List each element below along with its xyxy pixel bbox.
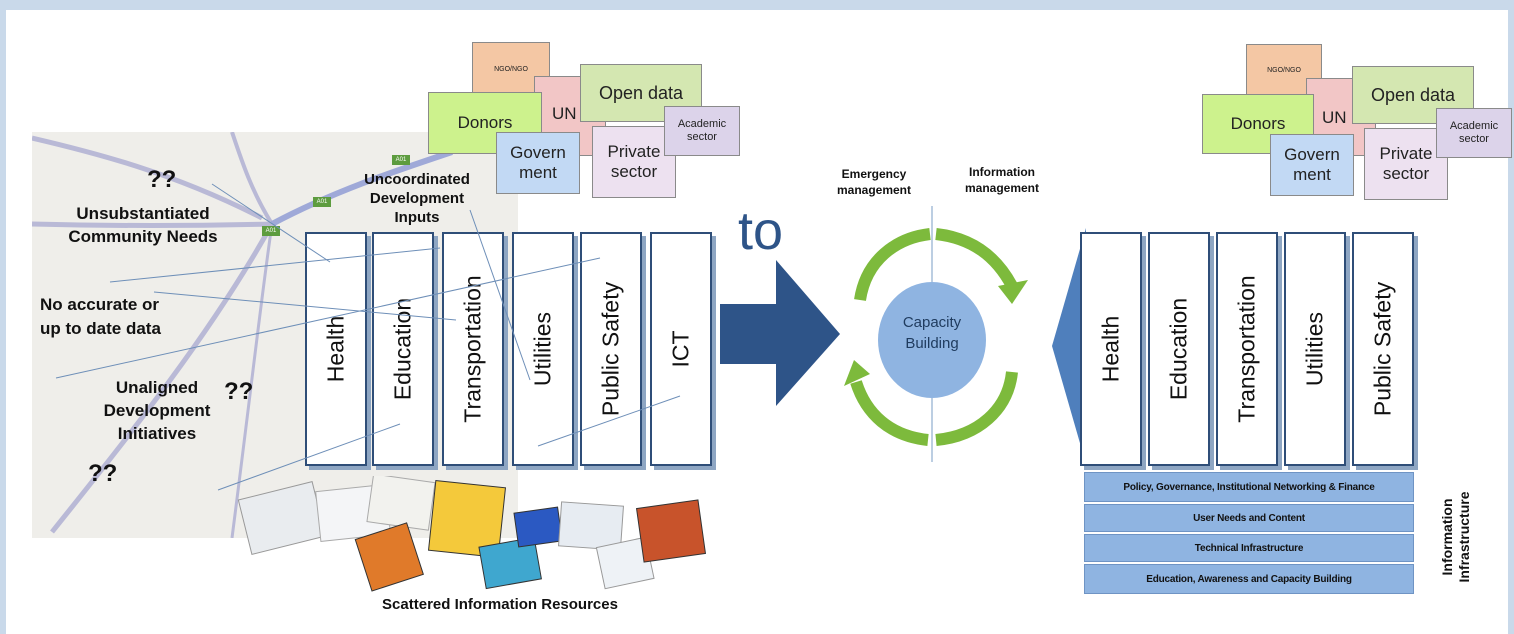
- pillar-transportation: Transportation: [442, 232, 504, 466]
- un-label: UN: [1322, 108, 1347, 127]
- map-panel: [32, 132, 518, 538]
- pointer-lines: [55, 183, 681, 491]
- transition-arrow: [720, 260, 840, 406]
- pillar-education: Education: [1148, 232, 1210, 466]
- government-card: Govern ment: [1270, 134, 1354, 196]
- question-mark: ??: [147, 166, 177, 193]
- government-card: Govern ment: [496, 132, 580, 194]
- pillar-label: Health: [1097, 315, 1124, 383]
- band-education-awareness: Education, Awareness and Capacity Buildi…: [1084, 564, 1414, 594]
- unsubstantiated-needs-label: Unsubstantiated Community Needs: [68, 204, 218, 246]
- map-roads: [32, 132, 453, 538]
- capacity-building-label: Capacity Building: [902, 314, 962, 352]
- to-label: to: [738, 201, 784, 261]
- road-sign: A01: [392, 155, 410, 165]
- academic-sector-card: Academic sector: [664, 106, 740, 156]
- emergency-management-label: Emergency management: [836, 167, 912, 197]
- private-sector-card: Private sector: [1364, 128, 1448, 200]
- pillar-utilities: Utilities: [1284, 232, 1346, 466]
- scattered-maps-collage: [237, 476, 707, 592]
- information-infrastructure-label: Information Infrastructure: [1439, 491, 1472, 583]
- pillar-public-safety: Public Safety: [1352, 232, 1414, 466]
- band-user-needs: User Needs and Content: [1084, 504, 1414, 532]
- road-sign: A01: [262, 226, 280, 236]
- pillar-education: Education: [372, 232, 434, 466]
- private-sector-card: Private sector: [592, 126, 676, 198]
- pillar-label: Education: [1165, 297, 1192, 401]
- question-mark: ??: [88, 460, 118, 487]
- pillar-ict: ICT: [650, 232, 712, 466]
- uncoordinated-inputs-label: Uncoordinated Development Inputs: [364, 171, 470, 226]
- pillar-label: Transportation: [1233, 275, 1260, 423]
- pillar-label: Utilities: [1301, 311, 1328, 387]
- pillar-public-safety: Public Safety: [580, 232, 642, 466]
- pillar-health: Health: [1080, 232, 1142, 466]
- information-management-label: Information management: [964, 165, 1040, 195]
- infrastructure-arrowhead: [1052, 228, 1086, 464]
- band-technical-infrastructure: Technical Infrastructure: [1084, 534, 1414, 562]
- academic-sector-card: Academic sector: [1436, 108, 1512, 158]
- no-data-label: No accurate or up to date data: [40, 295, 161, 338]
- un-label: UN: [552, 104, 577, 123]
- band-policy-governance: Policy, Governance, Institutional Networ…: [1084, 472, 1414, 502]
- question-mark: ??: [224, 378, 254, 405]
- pillar-label: Public Safety: [1369, 281, 1396, 417]
- capacity-cycle: [844, 206, 1028, 462]
- scattered-resources-label: Scattered Information Resources: [382, 596, 618, 613]
- unaligned-initiatives-label: Unaligned Development Initiatives: [103, 378, 211, 443]
- road-sign: A01: [313, 197, 331, 207]
- pillar-transportation: Transportation: [1216, 232, 1278, 466]
- pillar-health: Health: [305, 232, 367, 466]
